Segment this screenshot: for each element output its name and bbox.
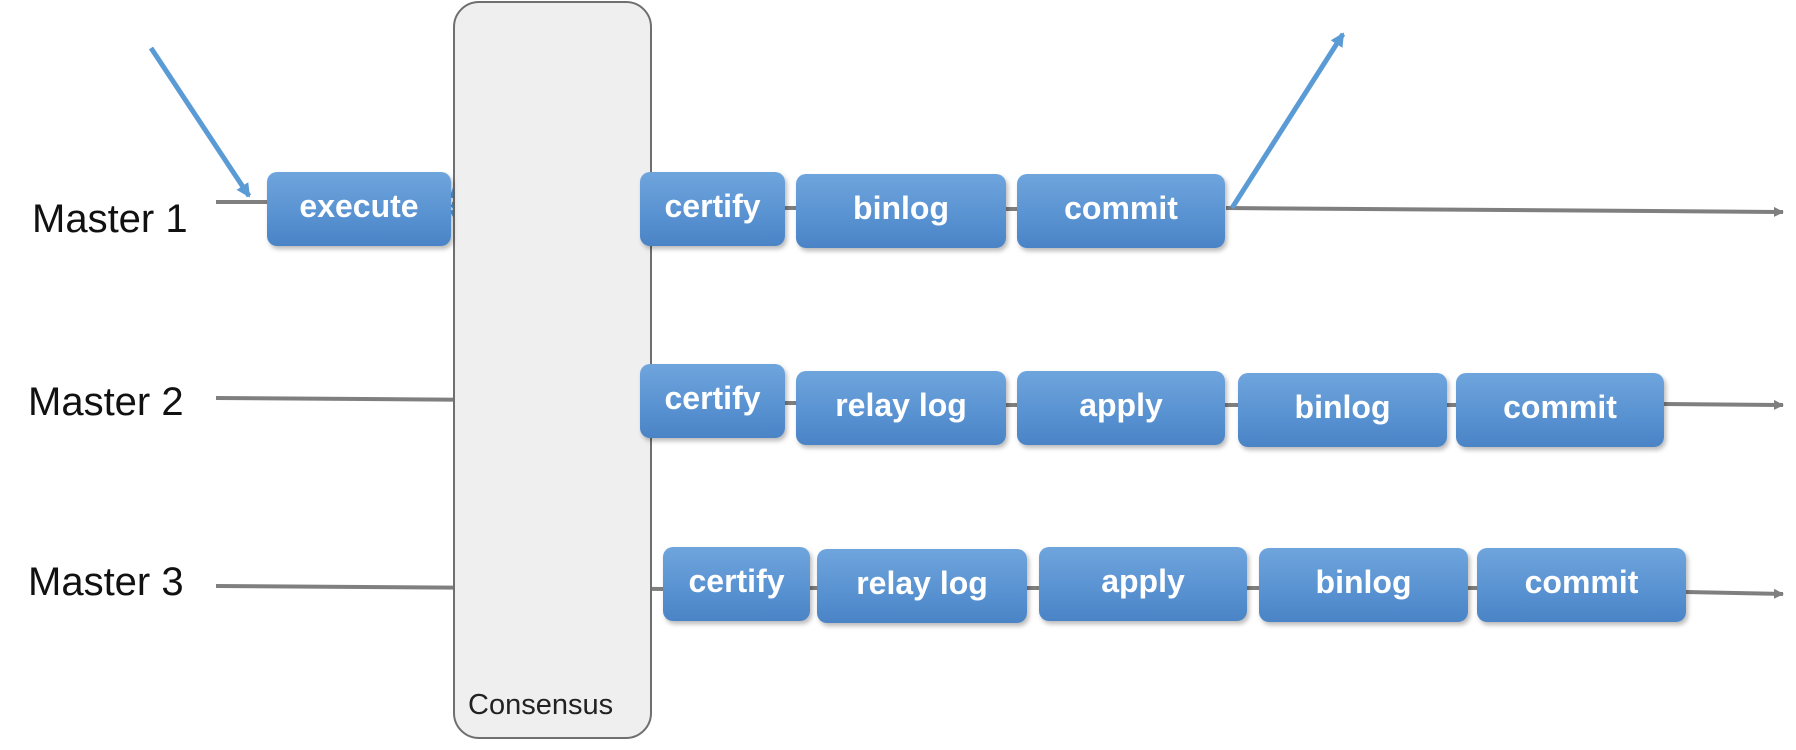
master-3-label: Master 3 — [28, 560, 184, 604]
master-3-certify-step: certify — [663, 547, 810, 621]
master-1-commit-step: commit — [1017, 174, 1225, 248]
master-1-label: Master 1 — [32, 197, 188, 241]
master-1-certify-step: certify — [640, 172, 785, 246]
consensus-label: Consensus — [468, 689, 614, 721]
master-2-label: Master 2 — [28, 380, 184, 424]
master-1-execute-step: execute — [267, 172, 451, 246]
client-response-arrow — [1229, 32, 1346, 210]
master-2-commit-step: commit — [1456, 373, 1664, 447]
master-3-timeline-end — [1685, 588, 1784, 599]
master-1-timeline-end — [1225, 206, 1784, 217]
consensus-region — [453, 1, 652, 739]
master-1-binlog-step: binlog — [796, 174, 1006, 248]
master-2-timeline-end — [1663, 399, 1784, 410]
master-2-certify-step: certify — [640, 364, 785, 438]
master-3-relay-log-step: relay log — [817, 549, 1027, 623]
master-3-binlog-step: binlog — [1259, 548, 1468, 622]
master-2-relay-log-step: relay log — [796, 371, 1006, 445]
master-3-commit-step: commit — [1477, 548, 1686, 622]
master-3-apply-step: apply — [1039, 547, 1247, 621]
master-2-apply-step: apply — [1017, 371, 1225, 445]
incoming-request-arrow — [148, 46, 252, 198]
master-2-binlog-step: binlog — [1238, 373, 1447, 447]
